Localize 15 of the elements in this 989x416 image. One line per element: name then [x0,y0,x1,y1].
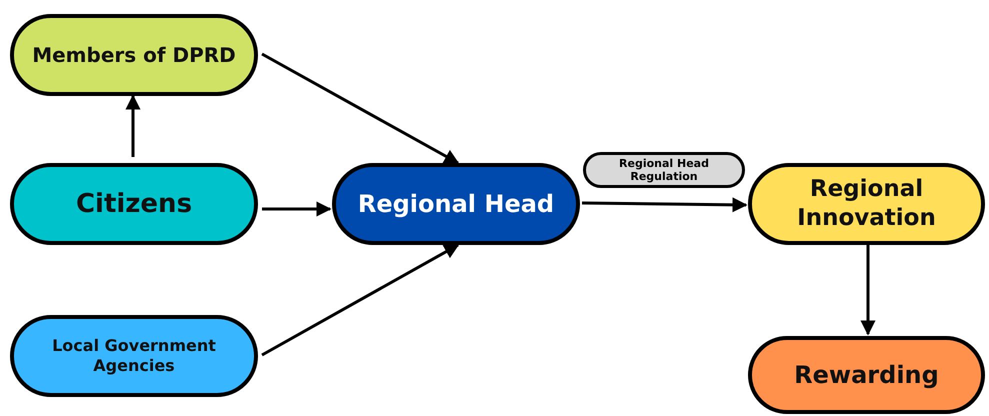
node-label: Members of DPRD [32,42,236,68]
arrow [261,52,460,164]
arrow [860,245,876,336]
node-label: Rewarding [794,360,939,390]
process-pill [332,163,580,245]
node-label: Regional Innovation [796,175,937,233]
node-label: Regional Head [358,189,554,219]
arrow [126,94,140,157]
node-label: Citizens [76,188,192,220]
node-label: Local Government Agencies [51,336,217,376]
arrow [261,244,460,356]
edge-label: Regional Head Regulation [583,152,745,188]
process-pill [748,163,985,245]
arrow [262,202,332,216]
arrow [582,197,748,212]
